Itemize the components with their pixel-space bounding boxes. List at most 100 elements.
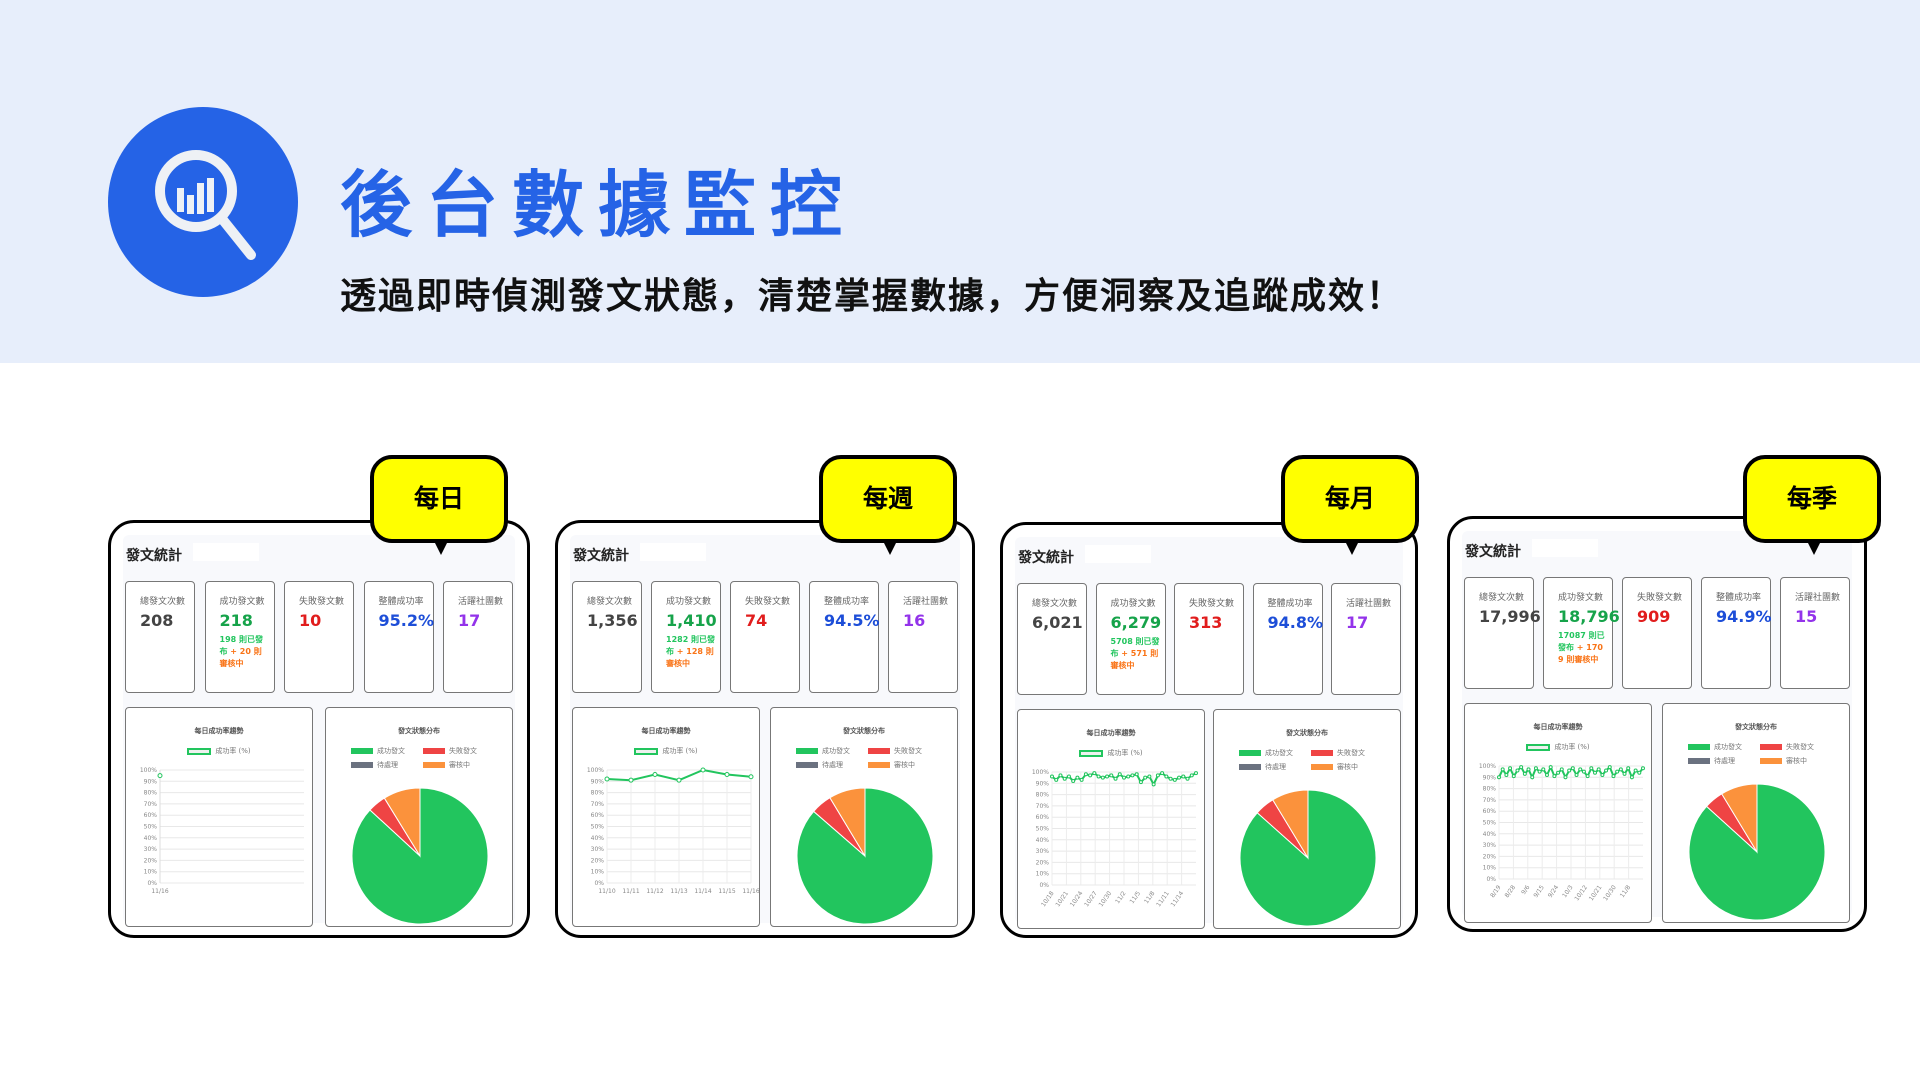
svg-text:60%: 60% — [591, 812, 605, 819]
svg-text:0%: 0% — [1486, 876, 1496, 883]
line-chart-card: 每日成功率趨勢成功率 (%) 0%10%20%30%40%50%60%70%80%… — [125, 707, 313, 927]
legend-item-pending[interactable]: 待處理 — [1688, 756, 1752, 766]
legend-item-pending[interactable]: 待處理 — [1239, 762, 1303, 772]
pie-chart-title: 發文狀態分布 — [843, 727, 885, 735]
stat-value: 74 — [745, 611, 768, 630]
reviewing-count: + 571 則審核中 — [1110, 649, 1159, 670]
svg-text:9/15: 9/15 — [1532, 884, 1546, 899]
stat-label: 失敗發文數 — [1637, 593, 1683, 603]
svg-text:11/12: 11/12 — [646, 888, 663, 895]
pie-chart-legend: 成功發文失敗發文待處理 審核中 — [1663, 742, 1849, 770]
svg-text:50%: 50% — [591, 824, 605, 831]
stat-value: 1,356 — [587, 611, 638, 630]
legend-label: 待處理 — [822, 761, 843, 769]
legend-item-pending[interactable]: 待處理 — [796, 760, 860, 770]
stat-label: 失敗發文數 — [745, 597, 791, 607]
svg-text:50%: 50% — [1483, 820, 1497, 827]
period-label: 每日 — [413, 484, 464, 513]
legend-label: 審核中 — [1786, 757, 1807, 765]
legend-swatch — [1688, 744, 1710, 750]
svg-text:30%: 30% — [144, 846, 158, 853]
legend-item-failed[interactable]: 失敗發文 — [1760, 742, 1824, 752]
legend-label: 失敗發文 — [894, 747, 922, 755]
line-chart-legend[interactable]: 成功率 (%) — [126, 746, 312, 756]
legend-label: 審核中 — [1337, 763, 1358, 771]
svg-text:11/11: 11/11 — [1155, 890, 1171, 908]
stat-value: 18,796 — [1558, 607, 1620, 626]
pie-chart-card: 發文狀態分布成功發文失敗發文待處理 審核中 — [1662, 703, 1850, 923]
legend-swatch — [351, 762, 373, 768]
svg-text:11/14: 11/14 — [694, 888, 711, 895]
legend-item-success[interactable]: 成功發文 — [1688, 742, 1752, 752]
stat-value: 17 — [1346, 613, 1369, 632]
line-chart-plot: 0%10%20%30%40%50%60%70%80%90%100%10/1810… — [1032, 769, 1198, 908]
line-chart-legend[interactable]: 成功率 (%) — [1018, 748, 1204, 758]
stat-label: 成功發文數 — [1110, 599, 1156, 609]
line-chart-title: 每日成功率趨勢 — [641, 727, 691, 735]
svg-text:11/8: 11/8 — [1619, 884, 1633, 899]
legend-item-reviewing[interactable]: 審核中 — [423, 760, 487, 770]
stat-label: 整體成功率 — [824, 597, 870, 607]
stat-value: 94.8% — [1267, 613, 1324, 632]
pie-chart-plot — [1688, 783, 1826, 921]
line-chart-legend[interactable]: 成功率 (%) — [1465, 742, 1651, 752]
stat-label: 總發文次數 — [1032, 599, 1078, 609]
svg-text:10%: 10% — [591, 869, 605, 876]
svg-text:11/8: 11/8 — [1143, 890, 1157, 905]
legend-row: 待處理審核中 — [326, 760, 512, 770]
reviewing-count: + 20 則審核中 — [219, 647, 262, 668]
legend-swatch-success-rate — [187, 747, 212, 755]
legend-item-success[interactable]: 成功發文 — [351, 746, 415, 756]
header-banner: 後台數據監控 透過即時偵測發文狀態，清楚掌握數據，方便洞察及追蹤成效！ — [0, 0, 1920, 363]
legend-item-success[interactable]: 成功發文 — [796, 746, 860, 756]
bubble-pointer-icon — [1807, 541, 1821, 555]
svg-text:9/6: 9/6 — [1520, 884, 1531, 896]
pie-chart-title: 發文狀態分布 — [398, 727, 440, 735]
reviewing-count: + 128 則審核中 — [666, 647, 714, 668]
pie-chart-legend: 成功發文失敗發文待處理審核中 — [326, 746, 512, 774]
line-chart-legend[interactable]: 成功率 (%) — [573, 746, 759, 756]
svg-text:10/24: 10/24 — [1069, 890, 1085, 908]
pie-chart-title: 發文狀態分布 — [1286, 729, 1328, 737]
svg-text:9/24: 9/24 — [1547, 884, 1561, 899]
svg-text:10%: 10% — [1036, 871, 1050, 878]
stat-label: 成功發文數 — [666, 597, 712, 607]
line-chart-card: 每日成功率趨勢成功率 (%)0%10%20%30%40%50%60%70%80%… — [572, 707, 760, 927]
legend-swatch — [796, 762, 818, 768]
bubble-pointer-icon — [1345, 541, 1359, 555]
legend-item-failed[interactable]: 失敗發文 — [1311, 748, 1375, 758]
svg-text:80%: 80% — [591, 790, 605, 797]
legend-item-success[interactable]: 成功發文 — [1239, 748, 1303, 758]
svg-text:40%: 40% — [1036, 837, 1050, 844]
line-chart-title: 每日成功率趨勢 — [194, 727, 244, 735]
svg-text:50%: 50% — [144, 824, 158, 831]
legend-swatch — [868, 748, 890, 754]
pie-chart-title: 發文狀態分布 — [1735, 723, 1777, 731]
legend-swatch — [1239, 750, 1261, 756]
published-count: 5708 則已發布 — [1110, 637, 1160, 658]
legend-row: 成功發文失敗發文 — [1214, 748, 1400, 758]
legend-item-failed[interactable]: 失敗發文 — [423, 746, 487, 756]
legend-item-failed[interactable]: 失敗發文 — [868, 746, 932, 756]
period-label: 每月 — [1324, 484, 1375, 513]
svg-text:10/21: 10/21 — [1588, 884, 1604, 902]
pie-chart-card: 發文狀態分布成功發文 失敗發文待處理 審核中 — [770, 707, 958, 927]
legend-item-reviewing[interactable]: 審核中 — [1760, 756, 1824, 766]
stat-label: 整體成功率 — [378, 597, 424, 607]
legend-label: 審核中 — [894, 761, 915, 769]
pie-chart-card: 發文狀態分布成功發文失敗發文待處理審核中 — [325, 707, 513, 927]
legend-item-reviewing[interactable]: 審核中 — [868, 760, 932, 770]
stat-value: 208 — [140, 611, 174, 630]
svg-text:100%: 100% — [587, 767, 604, 774]
svg-text:80%: 80% — [1483, 786, 1497, 793]
period-label: 每週 — [862, 484, 913, 513]
line-chart-plot: 0%10%20%30%40%50%60%70%80%90%100%11/16 — [140, 767, 304, 895]
legend-item-pending[interactable]: 待處理 — [351, 760, 415, 770]
legend-item-reviewing[interactable]: 審核中 — [1311, 762, 1375, 772]
period-bubble: 每週 — [819, 455, 957, 555]
